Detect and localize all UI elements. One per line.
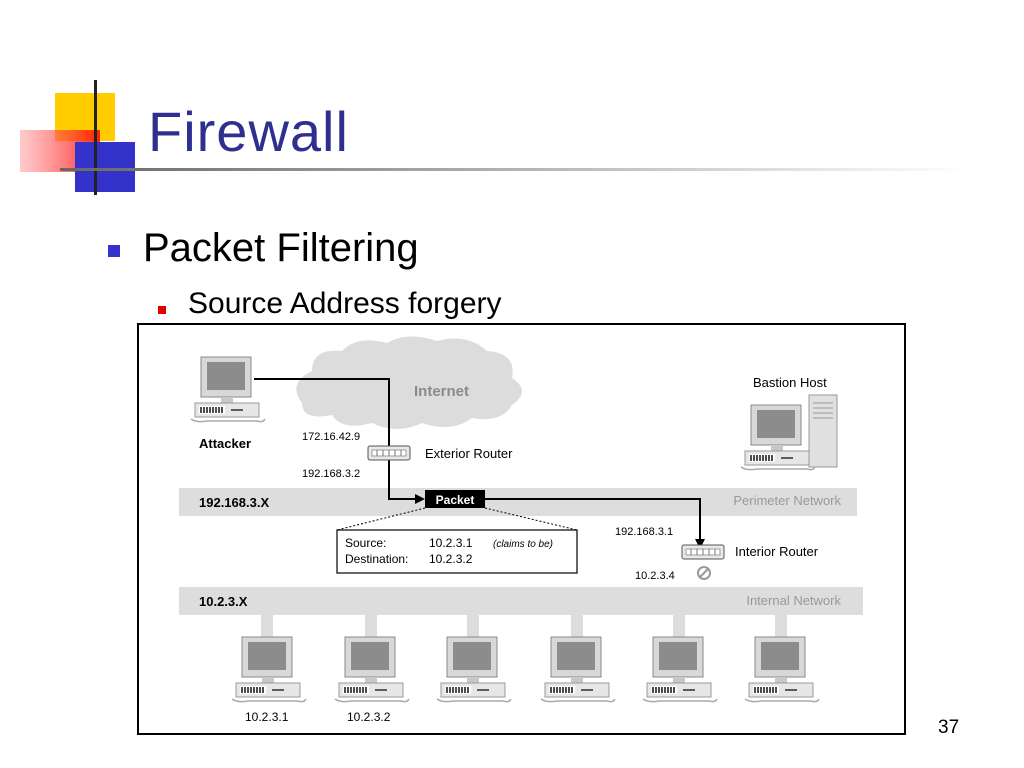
packet-callout-lines [336,507,578,531]
packet-box [425,490,485,508]
bastion-host-label: Bastion Host [753,375,827,390]
internal-host-5-icon [642,636,718,703]
internal-host-2-ip: 10.2.3.2 [347,710,391,724]
attacker-label: Attacker [199,436,251,451]
internal-network-label: Internal Network [746,593,841,608]
attack-path-arrowhead [415,494,425,504]
packet-destination-value: 10.2.3.2 [429,552,473,566]
exterior-router-label: Exterior Router [425,446,513,461]
exterior-router-ip-bottom: 192.168.3.2 [302,468,360,480]
perimeter-network-label: Perimeter Network [733,493,841,508]
attack-path-line [254,378,417,500]
bullet-level1-marker [108,245,120,257]
interior-router-icon [681,544,725,560]
bastion-host-icon [740,394,838,471]
internal-network-band [179,587,863,615]
network-diagram: Internet 192.168.3.X Perimeter Network 1… [179,336,863,724]
packet-details-box [336,529,578,574]
internal-network-address: 10.2.3.X [199,594,248,609]
internal-host-2-icon [334,636,410,703]
page-number: 37 [938,717,960,738]
perimeter-network-band [179,488,857,516]
interior-router-ip-top: 192.168.3.1 [615,526,673,538]
internal-host-3-icon [436,636,512,703]
packet-path-arrowhead [695,539,705,549]
bullet-level2-text: Source Address forgery [188,287,502,320]
title-decoration [20,80,970,195]
interior-router-ip-bottom: 10.2.3.4 [635,570,675,582]
internet-label: Internet [414,383,469,400]
exterior-router-icon [367,445,411,461]
internal-host-1-icon [231,636,307,703]
attacker-computer-icon [190,356,266,423]
perimeter-network-address: 192.168.3.X [199,495,269,510]
interior-router-label: Interior Router [735,544,819,559]
slide-title: Firewall [148,100,349,163]
internal-host-6-icon [744,636,820,703]
blocked-icon [697,566,711,580]
packet-label: Packet [436,493,475,507]
packet-source-key: Source: [345,536,386,550]
host-connectors [261,615,787,637]
deco-blue-square [75,142,135,192]
packet-source-value: 10.2.3.1 [429,536,473,550]
packet-source-note: (claims to be) [493,539,553,550]
internet-cloud [296,336,522,429]
bullet-level1-text: Packet Filtering [143,226,419,270]
bullet-level2-marker [158,306,166,314]
exterior-router-ip-top: 172.16.42.9 [302,431,360,443]
packet-path-line [485,498,701,541]
deco-horizontal-line [60,168,970,171]
packet-destination-key: Destination: [345,552,408,566]
internal-host-1-ip: 10.2.3.1 [245,710,289,724]
deco-vertical-line [94,80,97,195]
internal-host-4-icon [540,636,616,703]
